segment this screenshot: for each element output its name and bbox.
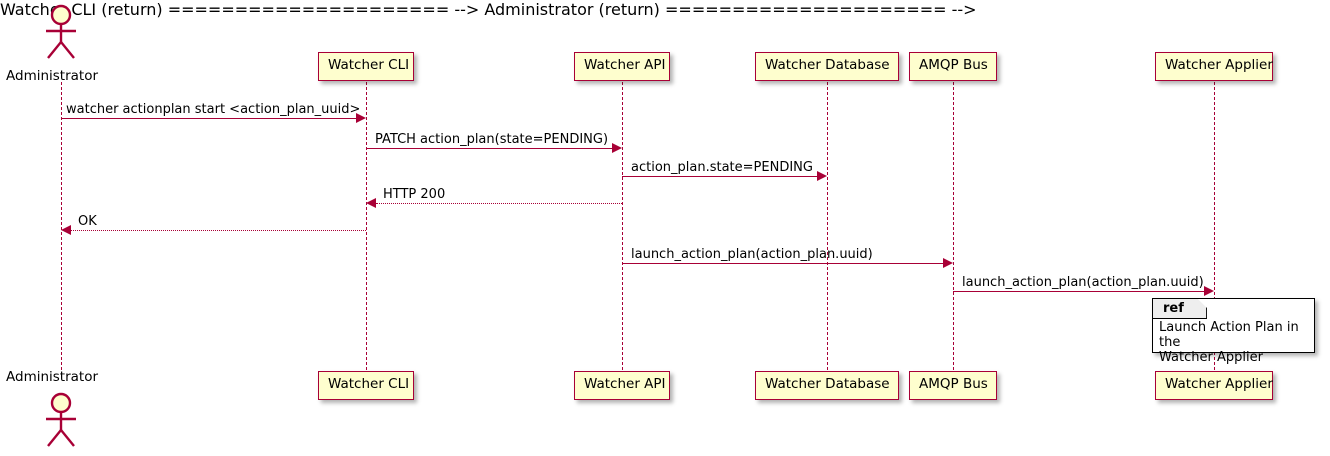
message-line-7 [953,291,1204,292]
participant-watcher-cli-bottom[interactable]: Watcher CLI [318,371,414,400]
message-arrowhead-4 [366,198,376,208]
message-line-2 [366,148,612,149]
actor-label-administrator-top: Administrator [6,68,99,84]
actor-administrator-bottom[interactable] [38,392,84,448]
message-line-1 [61,118,356,119]
participant-amqp-bus-top[interactable]: AMQP Bus [909,52,997,81]
message-label-5: OK [78,214,97,229]
message-arrowhead-1 [356,113,366,123]
lifeline-watcher-cli [366,82,367,370]
lifeline-watcher-api [622,82,623,370]
message-arrowhead-7 [1204,286,1214,296]
ref-fragment-tab-label: ref [1153,299,1207,319]
participant-watcher-applier-bottom[interactable]: Watcher Applier [1155,371,1273,400]
participant-watcher-database-top[interactable]: Watcher Database [755,52,899,81]
participant-watcher-api-top[interactable]: Watcher API [574,52,670,81]
participant-amqp-bus-bottom[interactable]: AMQP Bus [909,371,997,400]
participant-watcher-applier-top[interactable]: Watcher Applier [1155,52,1273,81]
message-label-7: launch_action_plan(action_plan.uuid) [962,275,1204,290]
message-label-4: HTTP 200 [383,187,446,202]
lifeline-watcher-applier [1214,82,1215,370]
message-label-3: action_plan.state=PENDING [631,160,813,175]
participant-watcher-database-bottom[interactable]: Watcher Database [755,371,899,400]
lifeline-watcher-database [827,82,828,370]
actor-label-administrator-bottom: Administrator [6,369,99,385]
actor-administrator-top[interactable] [38,4,84,60]
message-line-5 [71,230,366,231]
message-arrowhead-5 [61,225,71,235]
message-arrowhead-2 [612,143,622,153]
lifeline-amqp-bus [953,82,954,370]
message-line-4 [376,203,622,204]
ref-fragment: ref Launch Action Plan in the Watcher Ap… [1152,298,1315,365]
message-label-6: launch_action_plan(action_plan.uuid) [631,247,873,262]
participant-watcher-api-bottom[interactable]: Watcher API [574,371,670,400]
ref-fragment-text: Launch Action Plan in the Watcher Applie… [1159,320,1299,365]
message-label-2: PATCH action_plan(state=PENDING) [375,132,609,147]
message-arrowhead-6 [943,258,953,268]
message-line-6 [622,263,943,264]
message-label-1: watcher actionplan start <action_plan_uu… [66,102,361,117]
message-arrowhead-3 [817,171,827,181]
participant-watcher-cli-top[interactable]: Watcher CLI [318,52,414,81]
message-line-3 [622,176,817,177]
